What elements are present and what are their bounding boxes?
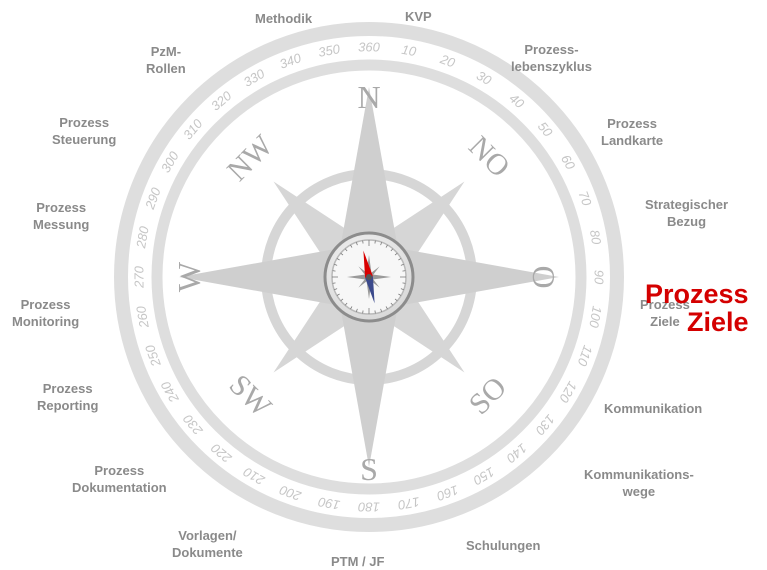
degree-label: 30 [474, 68, 495, 89]
direction-letter: W [171, 261, 207, 292]
compass-icon [323, 231, 415, 323]
mini-compass-tick [402, 270, 406, 272]
degree-label: 290 [142, 185, 164, 212]
mini-compass-tick [332, 282, 336, 284]
mini-star-point [369, 274, 391, 280]
outer-compass-ring [114, 22, 624, 532]
mini-compass-tick [398, 293, 402, 296]
needle-north [363, 250, 373, 278]
topic-kommunikationswege[interactable]: Kommunikations-wege [584, 467, 694, 499]
needle-pivot [366, 274, 372, 280]
degree-label: 350 [317, 41, 342, 60]
topic-prozesslebenszyklus[interactable]: Prozess-lebenszyklus [511, 42, 592, 74]
mini-compass-tick [380, 242, 383, 246]
topic-vorlagen-dokumente[interactable]: Vorlagen/Dokumente [172, 528, 243, 560]
degree-label: 90 [592, 270, 607, 285]
needle-south [365, 276, 375, 304]
mini-compass-tick [402, 282, 406, 284]
mini-compass-tick [350, 244, 353, 248]
star-point [179, 243, 369, 311]
mini-compass-tick [398, 258, 402, 261]
mini-compass-tick [362, 310, 364, 314]
mini-compass-tick [336, 293, 340, 296]
degree-label: 190 [316, 494, 341, 513]
mini-compass-tick [394, 298, 398, 302]
degree-label: 60 [558, 152, 579, 173]
mini-star-point [347, 274, 369, 280]
degree-label: 170 [396, 494, 421, 513]
direction-letter: S [360, 451, 378, 487]
degree-label: 280 [133, 224, 152, 250]
mini-compass-tick [340, 298, 344, 302]
degree-label: 360 [358, 40, 380, 55]
topic-kvp[interactable]: KVP [405, 9, 432, 24]
degree-label: 50 [535, 119, 556, 140]
degree-label: 80 [587, 229, 604, 247]
direction-letter: SW [223, 368, 279, 424]
degree-label: 110 [574, 343, 595, 368]
topic-ptm-jf[interactable]: PTM / JF [331, 554, 385, 569]
topic-methodik[interactable]: Methodik [255, 11, 313, 26]
mini-compass-tick [350, 306, 353, 310]
topic-schulungen[interactable]: Schulungen [466, 538, 541, 553]
mini-compass-tick [334, 263, 338, 266]
mini-compass-tick [336, 258, 340, 261]
direction-letter: N [357, 79, 380, 115]
star-point [335, 277, 403, 467]
star-point [335, 87, 403, 277]
mini-compass-tick [344, 302, 348, 306]
direction-letter: O [526, 265, 562, 288]
mini-compass-tick [400, 263, 404, 266]
mini-compass-tick [340, 252, 344, 256]
topic-kommunikation[interactable]: Kommunikation [604, 401, 703, 416]
mini-compass-tick [385, 244, 388, 248]
degree-label: 200 [277, 482, 304, 504]
direction-letter: NO [462, 130, 516, 184]
mini-compass-tick [355, 308, 358, 312]
star-point [369, 243, 559, 311]
mini-compass-tick [334, 288, 338, 291]
mini-compass-tick [390, 302, 394, 306]
degree-label: 340 [278, 50, 304, 72]
mini-compass-tick [332, 270, 336, 272]
degree-label: 10 [400, 42, 418, 59]
mini-compass-tick [380, 308, 383, 312]
degree-label: 100 [586, 305, 605, 330]
degree-label: 70 [576, 189, 595, 208]
mini-compass-tick [362, 240, 364, 244]
mini-compass-tick [374, 240, 376, 244]
mini-compass-tick [355, 242, 358, 246]
topic-pzm-rollen[interactable]: PzM-Rollen [146, 44, 186, 76]
degree-label: 160 [434, 482, 460, 504]
mini-compass-tick [400, 288, 404, 291]
degree-label: 20 [437, 51, 457, 71]
degree-label: 260 [133, 304, 152, 330]
degree-label: 250 [142, 342, 164, 369]
direction-letter: SO [463, 371, 513, 421]
degree-label: 40 [506, 90, 527, 111]
mini-compass-tick [374, 310, 376, 314]
mini-compass-tick [390, 248, 394, 252]
degree-label: 180 [357, 500, 379, 515]
degree-label: 270 [132, 265, 147, 288]
mini-compass-tick [344, 248, 348, 252]
direction-letter: NW [221, 128, 280, 187]
mini-compass-tick [385, 306, 388, 310]
mini-compass-tick [394, 252, 398, 256]
